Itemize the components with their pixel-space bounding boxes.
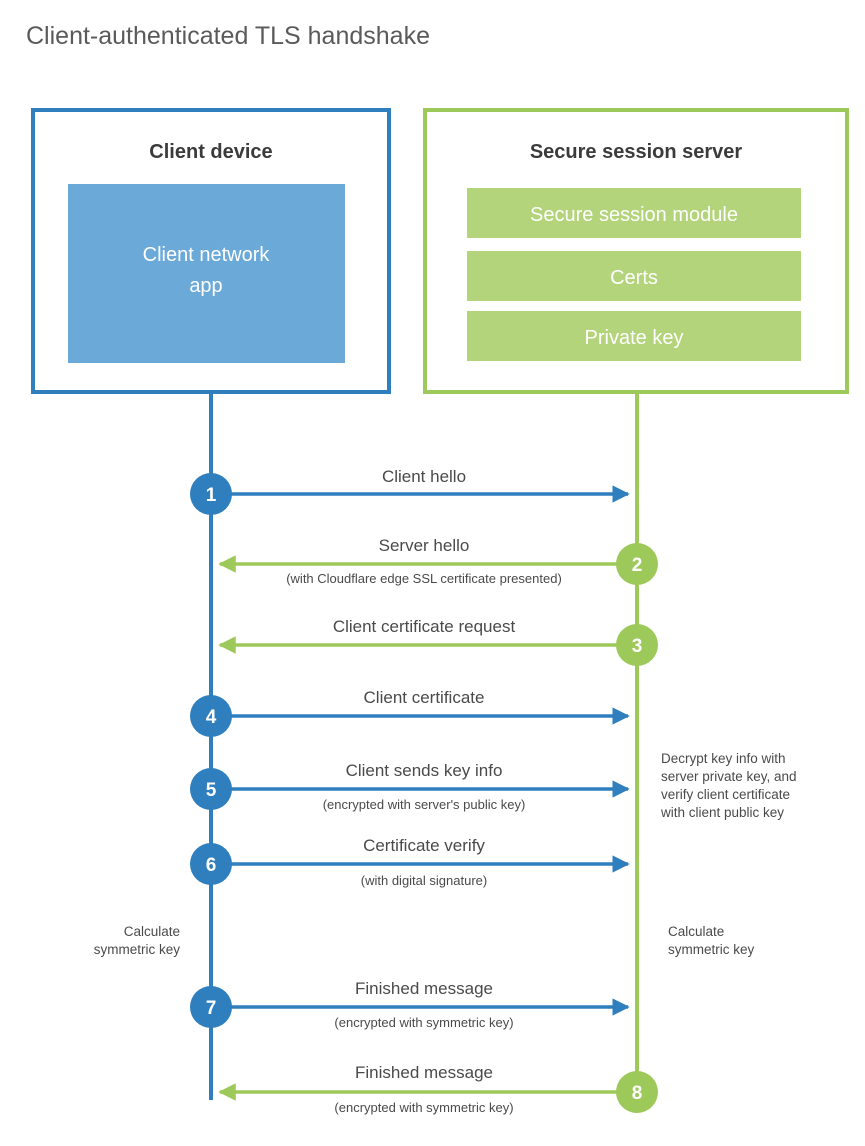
server-item-block-private-key <box>467 311 801 361</box>
client-calculate-note-line-2: symmetric key <box>94 942 181 957</box>
step-1-badge <box>190 473 232 515</box>
server-decrypt-note-line-1: Decrypt key info with <box>661 751 786 766</box>
server-decrypt-note: Decrypt key info with server private key… <box>660 751 797 820</box>
page-title: Client-authenticated TLS handshake <box>26 22 430 50</box>
step-1-number: 1 <box>206 485 217 506</box>
step-8-number: 8 <box>632 1083 643 1104</box>
client-network-app-block <box>68 184 345 363</box>
server-decrypt-note-line-2: server private key, and <box>661 769 797 784</box>
server-calculate-note: Calculate symmetric key <box>668 924 755 957</box>
step-2-badge <box>616 543 658 585</box>
step-2-sublabel: (with Cloudflare edge SSL certificate pr… <box>286 571 562 586</box>
step-7-badge <box>190 986 232 1028</box>
step-4-badge <box>190 695 232 737</box>
step-2-label: Server hello <box>379 536 470 555</box>
server-item-label-private-key: Private key <box>585 327 684 349</box>
server-item-block-certs <box>467 251 801 301</box>
step-8-label: Finished message <box>355 1063 493 1082</box>
server-decrypt-note-line-3: verify client certificate <box>661 787 790 802</box>
step-4-number: 4 <box>206 707 217 728</box>
step-2: Server hello (with Cloudflare edge SSL c… <box>218 536 658 586</box>
secure-session-server-box: Secure session server Secure session mod… <box>423 108 849 394</box>
client-device-title: Client device <box>149 141 272 163</box>
step-6: Certificate verify (with digital signatu… <box>190 836 630 888</box>
step-6-number: 6 <box>206 855 217 876</box>
step-5-number: 5 <box>206 780 217 801</box>
client-network-app-label-line1: Client network <box>143 244 271 266</box>
step-5-sublabel: (encrypted with server's public key) <box>323 797 526 812</box>
client-calculate-note-line-1: Calculate <box>124 924 180 939</box>
step-6-badge <box>190 843 232 885</box>
step-4: Client certificate 4 <box>190 688 630 737</box>
step-7-sublabel: (encrypted with symmetric key) <box>334 1015 513 1030</box>
server-item-label-secure-session-module: Secure session module <box>530 204 738 226</box>
server-item-label-certs: Certs <box>610 267 658 289</box>
step-1: Client hello 1 <box>190 467 630 515</box>
step-3-badge <box>616 624 658 666</box>
step-2-number: 2 <box>632 555 643 576</box>
step-7-label: Finished message <box>355 979 493 998</box>
server-calculate-note-line-2: symmetric key <box>668 942 755 957</box>
step-8-sublabel: (encrypted with symmetric key) <box>334 1100 513 1115</box>
step-5-badge <box>190 768 232 810</box>
client-network-app-label-line2: app <box>189 275 222 297</box>
step-6-sublabel: (with digital signature) <box>361 873 487 888</box>
step-7: Finished message (encrypted with symmetr… <box>190 979 630 1030</box>
client-calculate-note: Calculate symmetric key <box>94 924 181 957</box>
step-6-label: Certificate verify <box>363 836 485 855</box>
step-4-label: Client certificate <box>364 688 485 707</box>
server-box-title: Secure session server <box>530 141 743 163</box>
step-5-label: Client sends key info <box>346 761 503 780</box>
step-5: Client sends key info (encrypted with se… <box>190 761 630 812</box>
step-3: Client certificate request 3 <box>218 617 658 666</box>
step-1-label: Client hello <box>382 467 466 486</box>
step-8-badge <box>616 1071 658 1113</box>
server-item-block-secure-session-module <box>467 188 801 238</box>
step-8: Finished message (encrypted with symmetr… <box>218 1063 658 1115</box>
step-7-number: 7 <box>206 998 217 1019</box>
server-calculate-note-line-1: Calculate <box>668 924 724 939</box>
step-3-number: 3 <box>632 636 643 657</box>
client-device-box: Client device Client network app <box>31 108 391 394</box>
server-decrypt-note-line-4: with client public key <box>660 805 784 820</box>
step-3-label: Client certificate request <box>333 617 516 636</box>
